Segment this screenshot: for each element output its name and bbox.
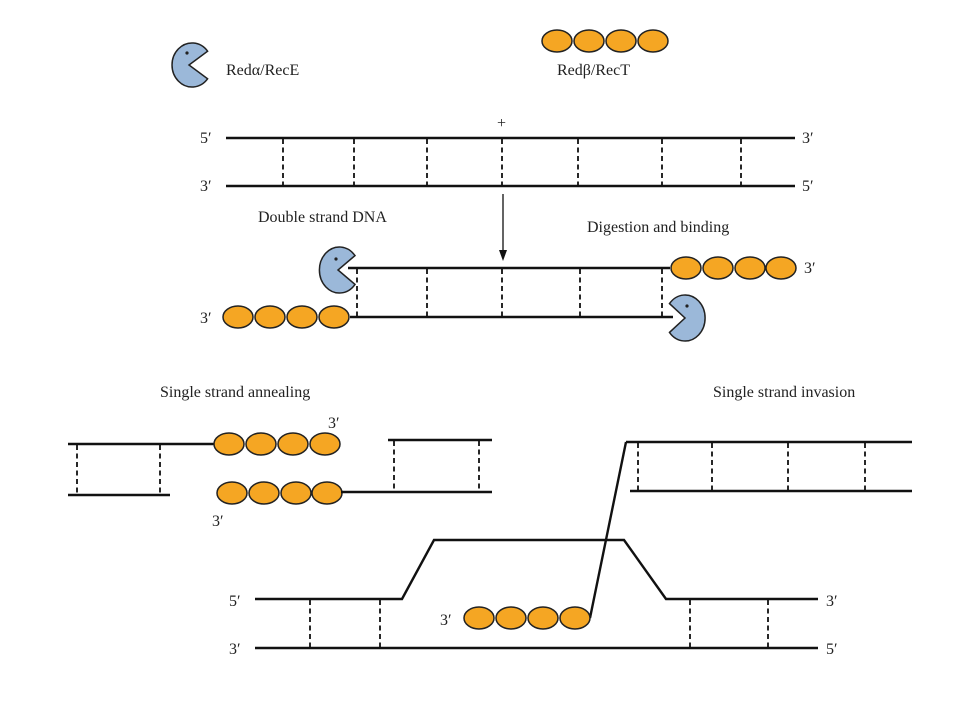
- bead: [216, 481, 248, 505]
- legend: Redα/RecE Redβ/RecT: [171, 29, 669, 88]
- annealing-protein-legend-icon: [541, 29, 669, 53]
- bead: [541, 29, 573, 53]
- double-strand-dna: + 5′ 3′ 3′ 5′ Double strand DNA Digestio…: [200, 115, 814, 236]
- digestion-binding-dna: 3′ 3′: [200, 246, 816, 342]
- pacman-eye: [334, 257, 338, 261]
- upper-chain-3prime: 3′: [328, 415, 340, 432]
- top-strand-5prime: 5′: [200, 130, 212, 147]
- bead: [702, 256, 734, 280]
- top-strand-3prime: 3′: [802, 130, 814, 147]
- bead: [311, 481, 343, 505]
- bead: [213, 432, 245, 456]
- loop-strand-5prime: 5′: [229, 593, 241, 610]
- bead: [245, 432, 277, 456]
- annealing-protein-chain: [216, 481, 343, 505]
- bead: [573, 29, 605, 53]
- single-strand-annealing: Single strand annealing 3′ 3′: [68, 384, 492, 530]
- double-strand-label: Double strand DNA: [258, 209, 387, 226]
- displaced-strand: [255, 538, 818, 601]
- top-chain-3prime: 3′: [804, 260, 816, 277]
- annealing-label: Single strand annealing: [160, 384, 310, 401]
- exonuclease-icon: [318, 246, 357, 294]
- pacman-eye: [185, 51, 189, 55]
- lower-chain-3prime: 3′: [212, 513, 224, 530]
- bottom-chain-3prime: 3′: [200, 310, 212, 327]
- bottom-strand-5prime: 5′: [826, 641, 838, 658]
- annealing-protein-chain: [670, 256, 797, 280]
- bead: [559, 606, 591, 630]
- annealing-protein-chain: [463, 606, 591, 630]
- digestion-binding-label: Digestion and binding: [587, 219, 729, 236]
- plus-sign: +: [497, 115, 506, 132]
- bead: [637, 29, 669, 53]
- invading-strand: [588, 441, 628, 619]
- annealing-protein-label: Redβ/RecT: [557, 62, 630, 79]
- bead: [254, 305, 286, 329]
- bead: [605, 29, 637, 53]
- exonuclease-icon: [668, 294, 706, 342]
- bead: [527, 606, 559, 630]
- bead: [495, 606, 527, 630]
- bead: [309, 432, 341, 456]
- bead: [280, 481, 312, 505]
- bead: [765, 256, 797, 280]
- bead: [318, 305, 350, 329]
- bead: [286, 305, 318, 329]
- bead: [463, 606, 495, 630]
- exonuclease-legend-icon: [171, 42, 209, 88]
- bead: [248, 481, 280, 505]
- bead: [277, 432, 309, 456]
- bead: [222, 305, 254, 329]
- bottom-strand-5prime: 5′: [802, 178, 814, 195]
- invasion-label: Single strand invasion: [713, 384, 855, 401]
- annealing-protein-chain: [213, 432, 341, 456]
- single-strand-invasion: Single strand invasion 5′ 3′ 3′ 5′ 3′: [229, 384, 912, 658]
- bead: [734, 256, 766, 280]
- invading-chain-3prime: 3′: [440, 612, 452, 629]
- bottom-strand-3prime: 3′: [229, 641, 241, 658]
- annealing-protein-chain: [222, 305, 350, 329]
- pacman-eye: [685, 304, 689, 308]
- exonuclease-label: Redα/RecE: [226, 62, 299, 79]
- bottom-strand-3prime: 3′: [200, 178, 212, 195]
- process-arrow: [499, 194, 507, 261]
- loop-strand-3prime: 3′: [826, 593, 838, 610]
- arrow-head-icon: [499, 250, 507, 261]
- bead: [670, 256, 702, 280]
